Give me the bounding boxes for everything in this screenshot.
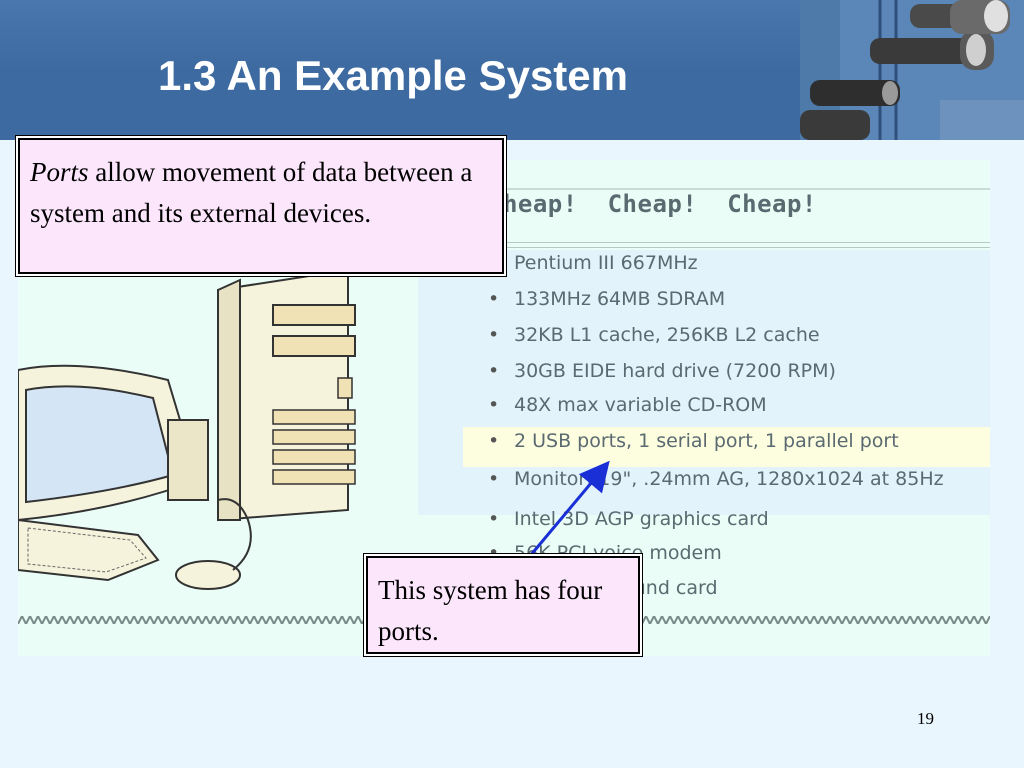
spec-item: •48X max variable CD-ROM <box>488 394 767 416</box>
ad-top-rule <box>18 188 990 190</box>
spec-item: •32KB L1 cache, 256KB L2 cache <box>488 324 820 346</box>
spec-item-highlighted: •2 USB ports, 1 serial port, 1 parallel … <box>488 430 899 452</box>
ports-definition-callout: Ports allow movement of data between a s… <box>18 138 504 274</box>
four-ports-callout: This system has four ports. <box>366 556 640 654</box>
spec-item: •30GB EIDE hard drive (7200 RPM) <box>488 360 836 382</box>
ad-spec-background <box>418 250 990 515</box>
ports-definition-text: allow movement of data between a system … <box>30 157 473 228</box>
spec-item: •133MHz 64MB SDRAM <box>488 288 726 310</box>
slide-title: 1.3 An Example System <box>158 52 628 99</box>
spec-item: •Monitor, 19", .24mm AG, 1280x1024 at 85… <box>488 468 944 490</box>
pipes-decoration-image <box>800 0 1024 140</box>
ad-heading: Cheap! Cheap! Cheap! <box>488 190 817 218</box>
computer-clipart <box>18 270 356 590</box>
page-number: 19 <box>917 709 934 728</box>
ad-divider <box>468 242 990 248</box>
ports-term: Ports <box>30 157 89 187</box>
slide-header: 1.3 An Example System <box>0 0 1024 140</box>
spec-item: •Intel 3D AGP graphics card <box>488 508 769 530</box>
spec-item: •Pentium III 667MHz <box>488 252 698 274</box>
highlighted-spec-row <box>463 427 990 467</box>
